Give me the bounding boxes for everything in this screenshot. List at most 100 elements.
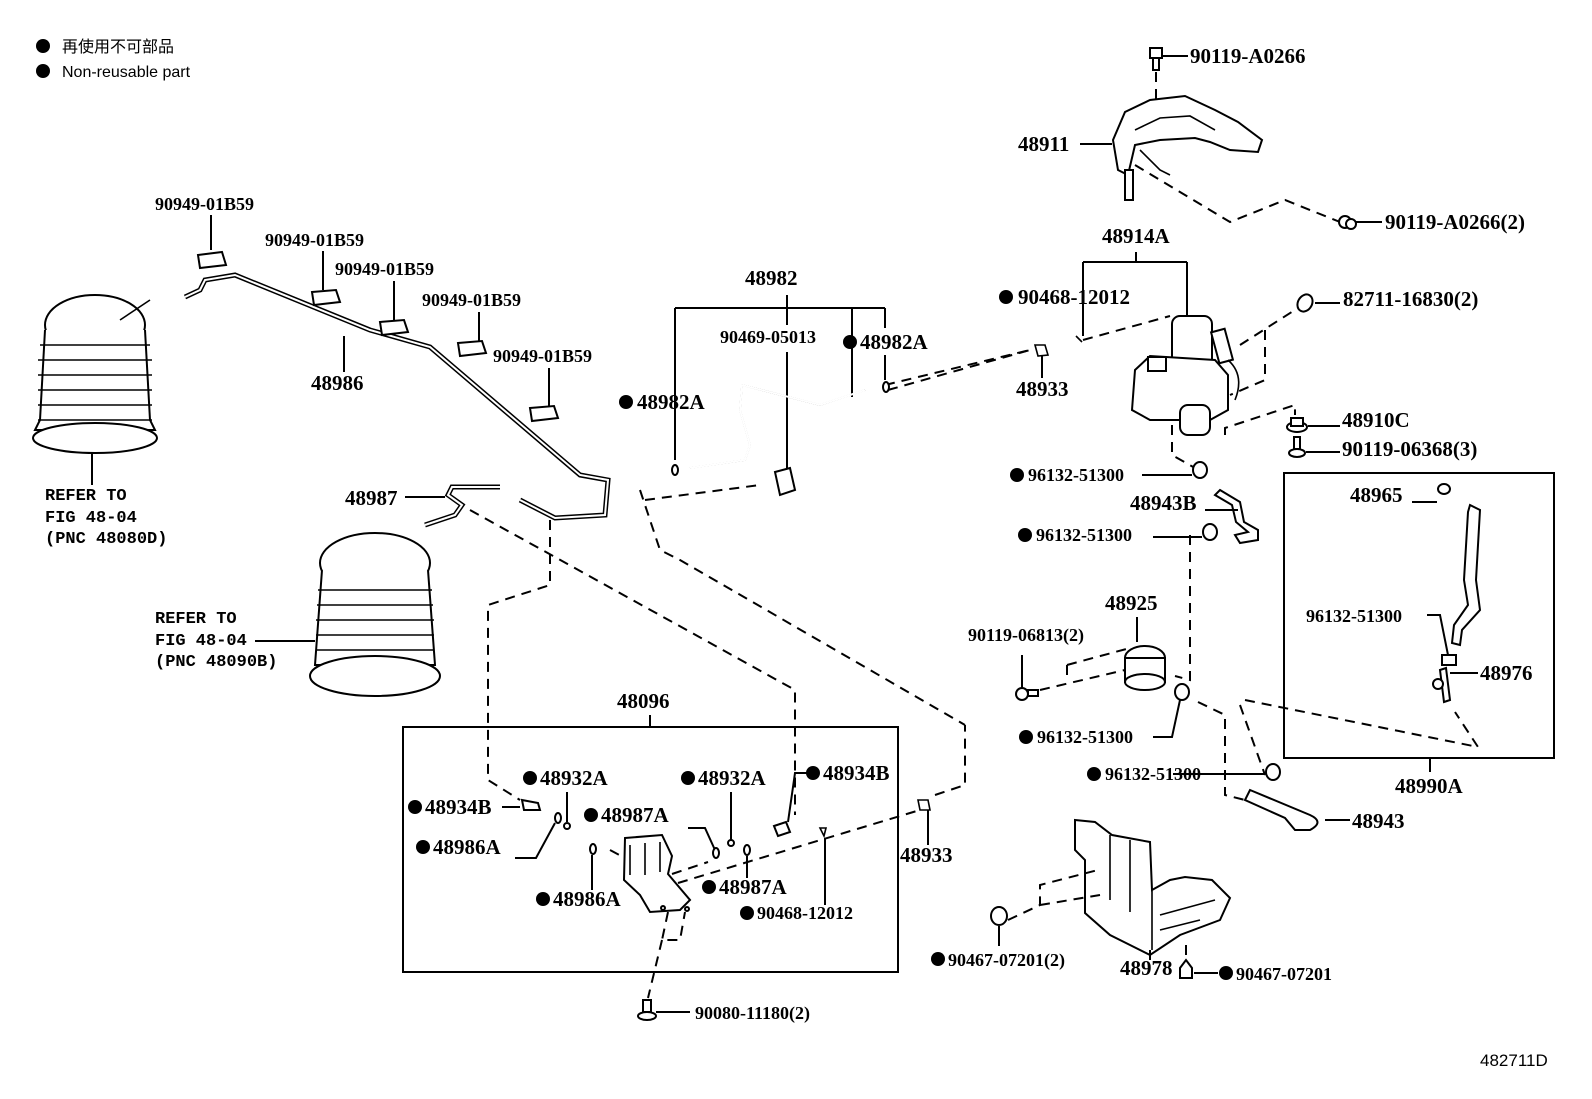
part-label[interactable]: 48914A — [1102, 224, 1171, 248]
non-reusable-bullet-icon — [523, 771, 537, 785]
part-label[interactable]: 48934B — [425, 795, 492, 819]
part-label[interactable]: 48987A — [719, 875, 788, 899]
part-label[interactable]: 48943 — [1352, 809, 1405, 833]
non-reusable-bullet-icon — [1010, 468, 1024, 482]
part-label[interactable]: 48910C — [1342, 408, 1410, 432]
figure-id: 482711D — [1480, 1051, 1548, 1070]
part-label[interactable]: 48982A — [860, 330, 929, 354]
refer-rear-2: FIG 48-04 — [155, 632, 247, 651]
part-label[interactable]: 90949-01B59 — [493, 346, 592, 366]
non-reusable-bullet-icon — [536, 892, 550, 906]
hose-48943b[interactable] — [1213, 488, 1259, 545]
part-label[interactable]: 48987 — [345, 486, 398, 510]
clamp-icon — [1441, 654, 1457, 666]
o-ring-icon — [727, 839, 735, 847]
assembly-box-48990a — [1283, 472, 1555, 759]
part-label[interactable]: 48934B — [823, 761, 890, 785]
non-reusable-bullet-icon — [702, 880, 716, 894]
refer-front-3: (PNC 48080D) — [45, 530, 167, 549]
clamp-82711[interactable] — [1294, 292, 1315, 315]
bolt-icon — [1149, 47, 1163, 71]
part-label[interactable]: 90080-11180(2) — [695, 1003, 810, 1024]
clamp-90949-icon — [310, 288, 342, 307]
legend-en: Non-reusable part — [62, 64, 191, 81]
bolt-icon — [1338, 215, 1357, 230]
clamp-icon — [1192, 461, 1208, 479]
part-label[interactable]: 48925 — [1105, 591, 1158, 615]
connector-48976[interactable] — [1432, 666, 1452, 704]
non-reusable-bullet-icon — [584, 808, 598, 822]
part-label[interactable]: 90119-A0266 — [1190, 44, 1306, 68]
non-reusable-bullet-icon — [806, 766, 820, 780]
part-label[interactable]: 90468-12012 — [757, 903, 853, 923]
o-ring-icon — [743, 844, 751, 856]
part-label[interactable]: 48943B — [1130, 491, 1197, 515]
clamp-90949-icon — [196, 250, 228, 270]
part-label[interactable]: 90119-06368(3) — [1342, 437, 1477, 461]
o-ring-icon — [671, 464, 679, 476]
part-label[interactable]: 90467-07201 — [1236, 964, 1332, 984]
part-label[interactable]: 96132-51300 — [1306, 606, 1402, 626]
clamp-icon — [1202, 523, 1218, 541]
part-label[interactable]: 90119-06813(2) — [968, 625, 1084, 646]
non-reusable-bullet-icon — [416, 840, 430, 854]
part-label[interactable]: 48932A — [540, 766, 609, 790]
part-label[interactable]: 48933 — [900, 843, 953, 867]
part-label[interactable]: 48990A — [1395, 774, 1464, 798]
clamp-90949-icon — [528, 404, 560, 423]
filter-48925[interactable] — [1124, 645, 1166, 691]
clamp-90949-icon — [378, 318, 410, 337]
clamp-90469[interactable] — [773, 466, 797, 497]
part-label[interactable]: 96132-51300 — [1036, 525, 1132, 545]
compressor-48914a[interactable] — [1130, 315, 1240, 436]
part-label[interactable]: 90949-01B59 — [265, 230, 364, 250]
clamp-icon — [1265, 763, 1281, 781]
part-label[interactable]: 90949-01B59 — [335, 259, 434, 279]
part-label[interactable]: 48911 — [1018, 132, 1069, 156]
part-label[interactable]: 90119-A0266(2) — [1385, 210, 1525, 234]
part-label[interactable]: 48096 — [617, 689, 670, 713]
non-reusable-bullet-icon — [740, 906, 754, 920]
non-reusable-bullet-icon — [999, 290, 1013, 304]
part-label[interactable]: 48965 — [1350, 483, 1403, 507]
cushion-48910c[interactable] — [1286, 417, 1308, 433]
non-reusable-bullet-icon — [843, 335, 857, 349]
part-label[interactable]: 90949-01B59 — [155, 194, 254, 214]
part-label[interactable]: 90467-07201(2) — [948, 950, 1065, 971]
part-label[interactable]: 48982 — [745, 266, 798, 290]
non-reusable-bullet-icon — [1087, 767, 1101, 781]
refer-rear-1: REFER TO — [155, 610, 237, 629]
part-label[interactable]: 90949-01B59 — [422, 290, 521, 310]
part-label[interactable]: 48978 — [1120, 956, 1173, 980]
clip-icon — [990, 906, 1008, 926]
cover-48978[interactable] — [1074, 818, 1232, 957]
clip-48933-top[interactable] — [1033, 344, 1050, 357]
hose-48965[interactable] — [1437, 483, 1482, 647]
part-label[interactable]: 90468-12012 — [1018, 285, 1130, 309]
part-label[interactable]: 90469-05013 — [720, 327, 816, 347]
air-spring-rear — [309, 532, 441, 697]
part-label[interactable]: 96132-51300 — [1105, 764, 1201, 784]
non-reusable-bullet-icon — [1018, 528, 1032, 542]
part-label[interactable]: 48986A — [553, 887, 622, 911]
part-label[interactable]: 48986 — [311, 371, 364, 395]
clip-48933-bot[interactable] — [917, 799, 931, 811]
part-label[interactable]: 48986A — [433, 835, 502, 859]
part-label[interactable]: 48933 — [1016, 377, 1069, 401]
part-label[interactable]: 48976 — [1480, 661, 1533, 685]
part-label[interactable]: 48987A — [601, 803, 670, 827]
legend: 再使用不可部品 Non-reusable part — [36, 38, 191, 81]
height-sensor-48096[interactable] — [622, 833, 692, 914]
tube-48982[interactable] — [689, 383, 866, 469]
part-label[interactable]: 48982A — [637, 390, 706, 414]
part-label[interactable]: 96132-51300 — [1028, 465, 1124, 485]
part-label[interactable]: 82711-16830(2) — [1343, 287, 1478, 311]
tube-48986[interactable] — [183, 272, 611, 521]
bracket-48911[interactable] — [1111, 94, 1264, 201]
part-label[interactable]: 48932A — [698, 766, 767, 790]
part-label[interactable]: 96132-51300 — [1037, 727, 1133, 747]
non-reusable-bullet-icon — [1019, 730, 1033, 744]
hose-48943[interactable] — [1243, 788, 1319, 831]
o-ring-icon — [563, 822, 571, 830]
